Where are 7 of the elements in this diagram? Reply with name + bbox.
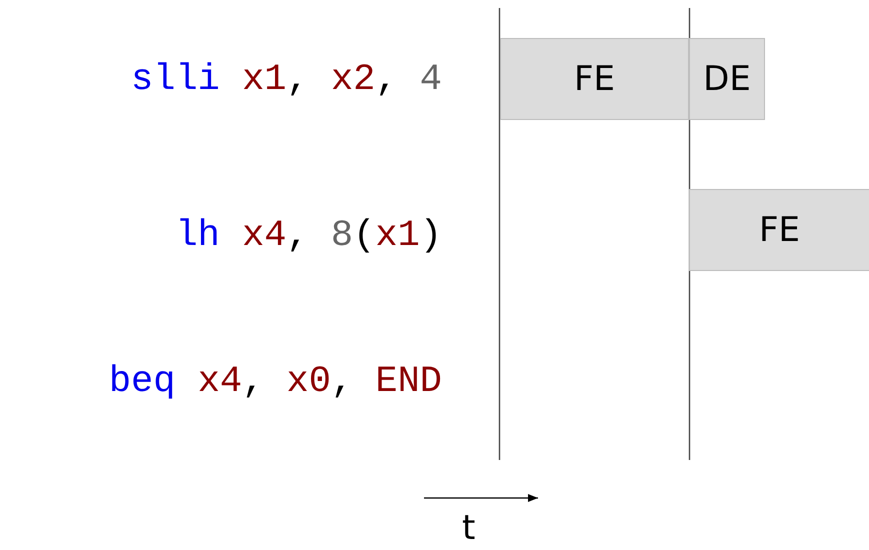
instruction-text: beq x4, x0, END xyxy=(108,360,442,404)
instruction-text: lh x4, 8(x1) xyxy=(175,214,442,258)
axis-label: t xyxy=(462,508,476,548)
pipeline-stage-box: FE xyxy=(689,189,869,271)
pipeline-stage-box: FE xyxy=(500,38,689,120)
pipeline-stage-box: DE xyxy=(689,38,765,120)
instruction-text: slli x1, x2, 4 xyxy=(131,58,442,102)
